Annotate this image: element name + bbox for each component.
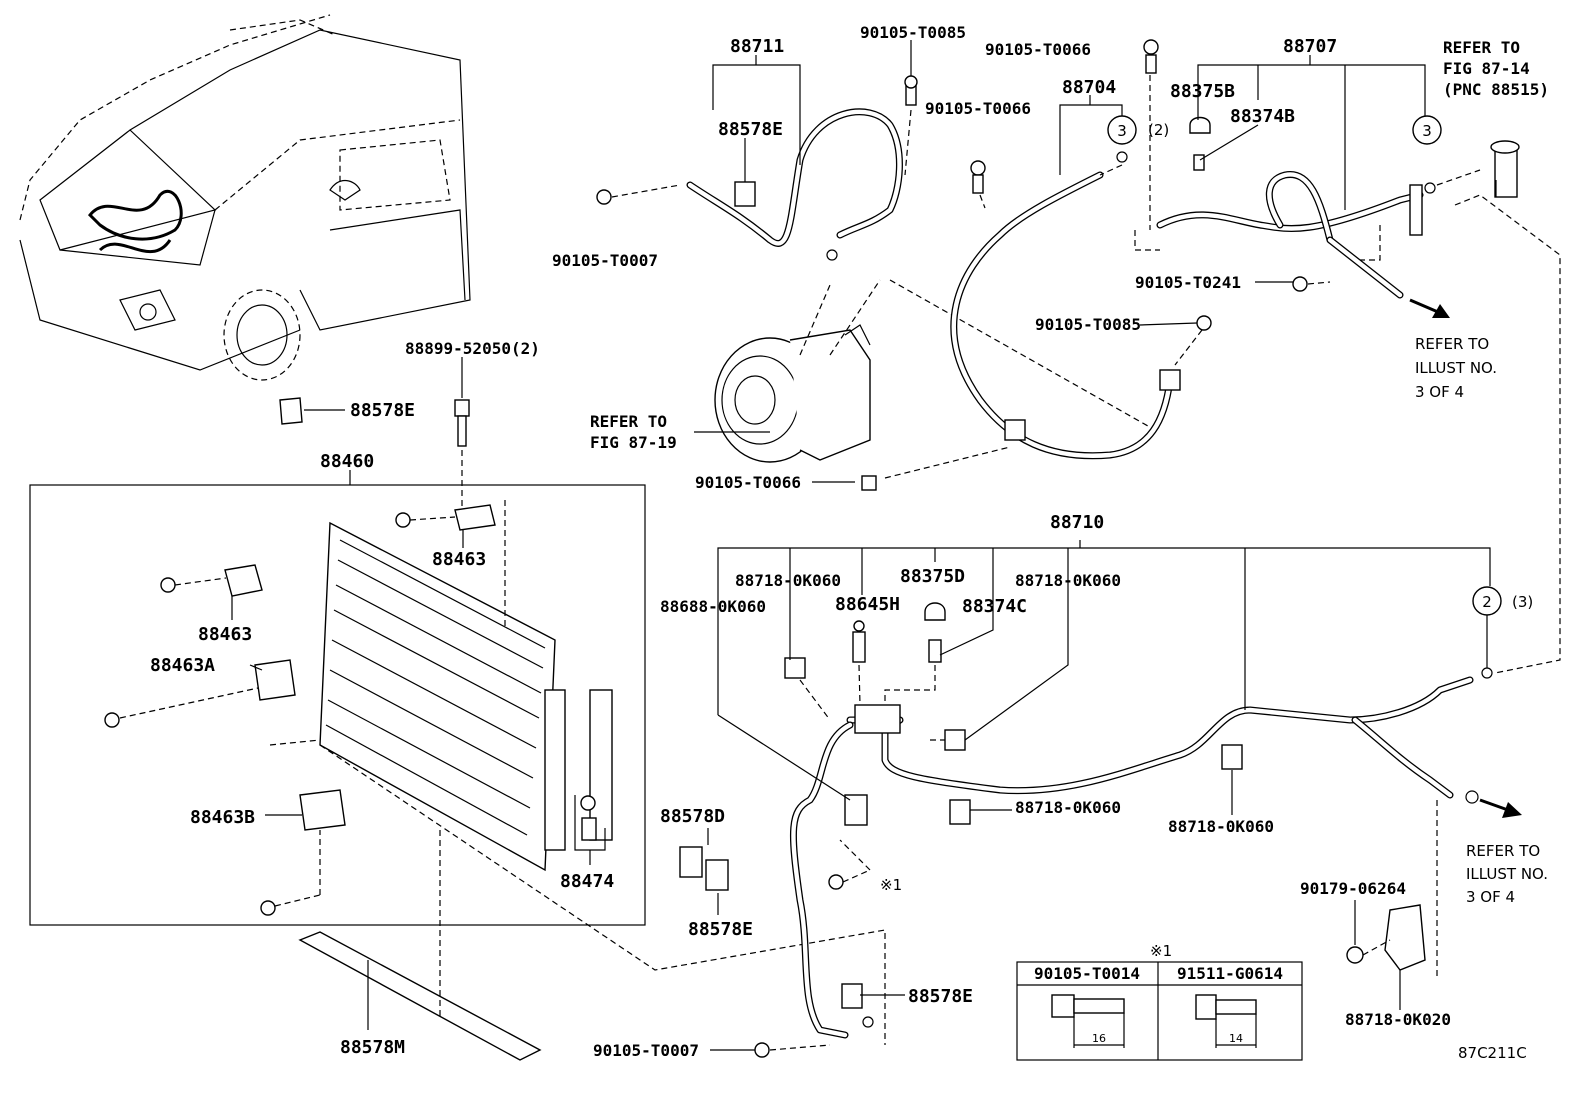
figure-code: 87C211C: [1458, 1044, 1527, 1062]
label-88578E-bottom: 88578E: [908, 986, 973, 1007]
label-88704: 88704: [1062, 77, 1116, 98]
label-88460: 88460: [320, 451, 374, 472]
table-mark-1: ※1: [1150, 942, 1172, 960]
bolt-reference-table: ※1 90105-T0014 91511-G0614 16 14: [1016, 942, 1303, 1061]
svg-text:ILLUST NO.: ILLUST NO.: [1415, 359, 1497, 377]
label-88711: 88711: [730, 36, 784, 57]
label-88463-left: 88463: [198, 624, 252, 645]
label-88463-upper: 88463: [432, 549, 486, 570]
label-88718-0K060-d: 88718-0K060: [1168, 817, 1274, 836]
condenser-group: [29, 430, 646, 926]
pad-88578E-left: [279, 397, 303, 425]
label-90105-T0085-mid: 90105-T0085: [1035, 315, 1141, 334]
label-90179-06264: 90179-06264: [1300, 879, 1406, 898]
svg-text:3 OF 4: 3 OF 4: [1466, 888, 1515, 906]
label-90105-T0007-bottom: 90105-T0007: [593, 1041, 699, 1060]
label-88463B: 88463B: [190, 807, 255, 828]
svg-text:3: 3: [1422, 122, 1432, 140]
svg-text:ILLUST NO.: ILLUST NO.: [1466, 865, 1548, 883]
label-88707: 88707: [1283, 36, 1337, 57]
condenser-frame: [29, 484, 646, 926]
svg-text:3 OF 4: 3 OF 4: [1415, 383, 1464, 401]
label-90105-T0241: 90105-T0241: [1135, 273, 1241, 292]
arrow-refer-illust-b: [1479, 798, 1522, 818]
label-90105-T0066-low: 90105-T0066: [695, 473, 801, 492]
callout-3a-qty: (2): [1148, 121, 1169, 139]
label-90105-T0066-mid: 90105-T0066: [925, 99, 1031, 118]
label-88718-0K060-a: 88718-0K060: [735, 571, 841, 590]
vehicle-illustration: [19, 14, 471, 381]
table-col2-dim: 14: [1229, 1032, 1243, 1045]
pad-88578E-low: [705, 859, 729, 891]
table-col2-header: 91511-G0614: [1177, 964, 1283, 983]
svg-text:REFER TO: REFER TO: [590, 412, 667, 431]
note-refer-fig-87-14: REFER TO FIG 87-14 (PNC 88515): [1443, 38, 1549, 99]
note-refer-fig-87-19: REFER TO FIG 87-19: [590, 412, 677, 452]
table-col1-dim: 16: [1092, 1032, 1106, 1045]
label-88374B: 88374B: [1230, 106, 1295, 127]
callout-2: 2: [1472, 586, 1502, 616]
label-88474: 88474: [560, 871, 614, 892]
callout-2-qty: (3): [1512, 593, 1533, 611]
label-88374C: 88374C: [962, 596, 1027, 617]
svg-text:(PNC 88515): (PNC 88515): [1443, 80, 1549, 99]
pipe-88707: [1156, 171, 1424, 299]
callout-3b: 3: [1412, 115, 1442, 145]
compressor: [714, 324, 871, 463]
bolt-90105-T0014-icon: [1051, 994, 1125, 1018]
bar-88578M: [298, 931, 542, 1061]
label-90105-T0007-top: 90105-T0007: [552, 251, 658, 270]
callout-3a: 3: [1107, 115, 1137, 145]
label-88578E-low: 88578E: [688, 919, 753, 940]
label-88375D: 88375D: [900, 566, 965, 587]
suction-hose-88704: [950, 171, 1174, 460]
discharge-hose-88711: [686, 108, 903, 247]
label-88718-0K060-c: 88718-0K060: [1015, 798, 1121, 817]
bracket-88463-left: [224, 564, 263, 597]
table-col1-header: 90105-T0014: [1034, 964, 1140, 983]
svg-text:FIG 87-19: FIG 87-19: [590, 433, 677, 452]
bracket-88463-upper: [454, 504, 496, 531]
label-88375B: 88375B: [1170, 81, 1235, 102]
label-88645H: 88645H: [835, 594, 900, 615]
note-refer-illust-a: REFER TO ILLUST NO. 3 OF 4: [1415, 335, 1497, 401]
bolt-88899: [454, 399, 470, 447]
label-88899-52050: 88899-52050(2): [405, 339, 540, 358]
label-88463A: 88463A: [150, 655, 215, 676]
note-refer-illust-b: REFER TO ILLUST NO. 3 OF 4: [1466, 842, 1548, 906]
bolt-91511-G0614-icon: [1195, 994, 1257, 1020]
svg-text:2: 2: [1482, 593, 1492, 611]
label-88578E-left: 88578E: [350, 400, 415, 421]
dashed-connectors: [611, 75, 1561, 1051]
label-88718-0K020: 88718-0K020: [1345, 1010, 1451, 1029]
label-90105-T0066-top: 90105-T0066: [985, 40, 1091, 59]
svg-text:REFER TO: REFER TO: [1466, 842, 1540, 860]
label-88578M: 88578M: [340, 1037, 405, 1058]
condenser-bolts: [104, 512, 597, 916]
condenser-fins: [325, 539, 546, 836]
receiver-tank: [544, 689, 566, 851]
hose-fittings: [596, 39, 1520, 1058]
label-88718-0K060-b: 88718-0K060: [1015, 571, 1121, 590]
svg-text:REFER TO: REFER TO: [1415, 335, 1489, 353]
bracket-88463B: [299, 789, 346, 831]
svg-text:FIG 87-14: FIG 87-14: [1443, 59, 1530, 78]
label-88578D: 88578D: [660, 806, 725, 827]
svg-text:3: 3: [1117, 122, 1127, 140]
label-88578E-top: 88578E: [718, 119, 783, 140]
label-90105-T0085-top: 90105-T0085: [860, 23, 966, 42]
bracket-88463A: [254, 659, 296, 701]
svg-text:REFER TO: REFER TO: [1443, 38, 1520, 57]
pad-88578D: [679, 846, 703, 878]
leader-lines: [231, 40, 1497, 1051]
pipe-88710: [790, 676, 1474, 1039]
label-88688-0K060: 88688-0K060: [660, 597, 766, 616]
label-88710: 88710: [1050, 512, 1104, 533]
mark-1: ※1: [880, 876, 902, 894]
arrow-refer-illust-a: [1409, 298, 1450, 318]
